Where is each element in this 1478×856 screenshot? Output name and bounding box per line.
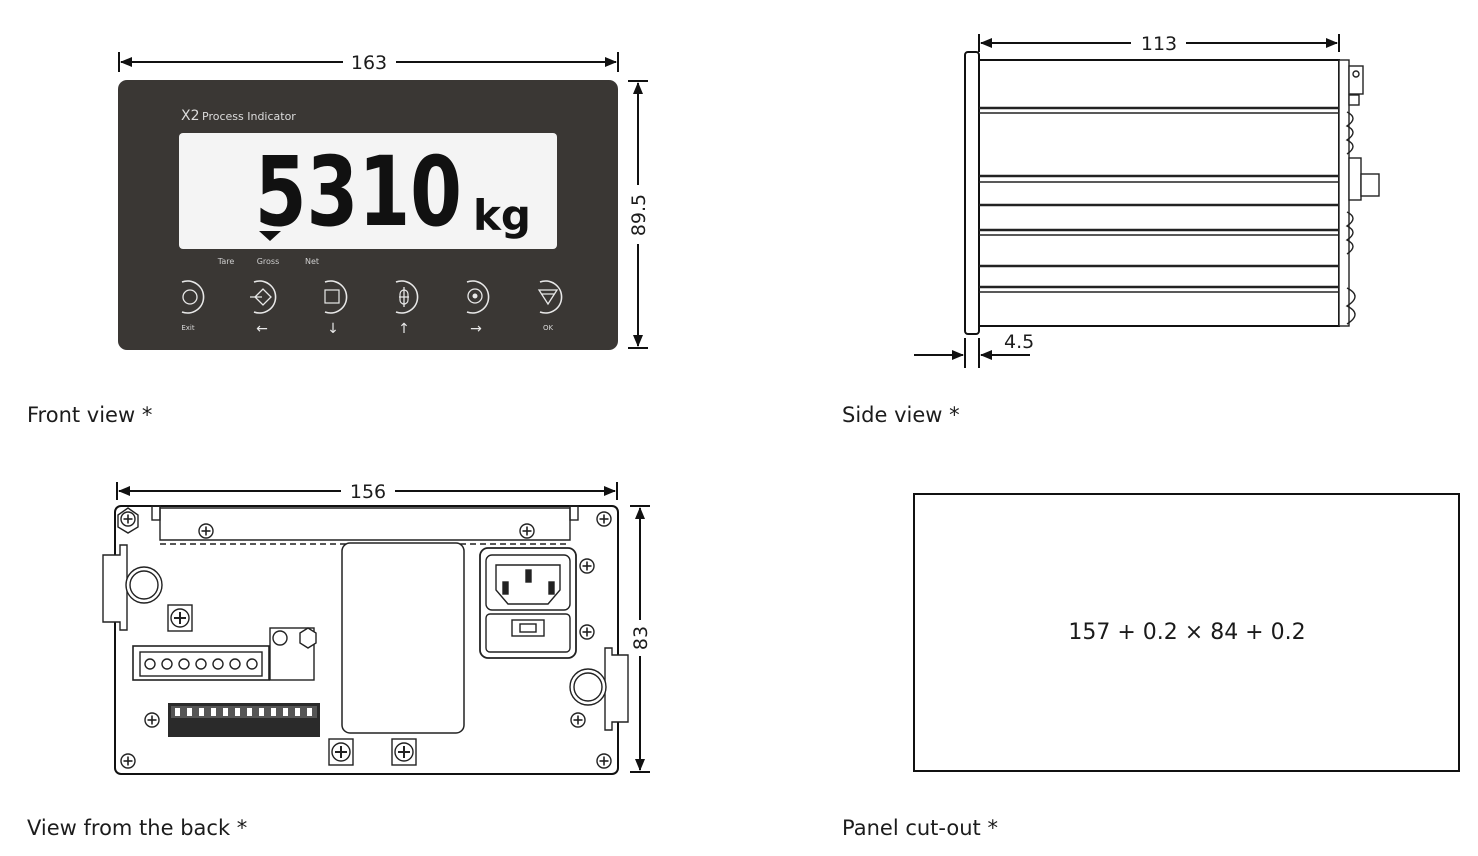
cutout-rectangle <box>913 493 1460 772</box>
back-width-label: 156 <box>350 481 386 503</box>
housing-ribs <box>979 106 1339 293</box>
bottom-screw-right <box>391 738 417 766</box>
front-width-label: 163 <box>351 52 387 74</box>
load-cell-terminal <box>132 645 270 681</box>
indicator-gross-label: Gross <box>257 257 280 266</box>
model-label: Process Indicator <box>202 110 296 123</box>
key-down-label: ↓ <box>327 321 339 337</box>
front-view-caption: Front view * <box>27 403 153 427</box>
side-view: 113 4.5 <box>914 33 1380 368</box>
fuse-icon <box>519 623 537 633</box>
side-depth-dimension: 113 <box>978 33 1340 55</box>
tare-icon <box>250 288 272 306</box>
power-pin-icon <box>502 581 509 595</box>
key-down[interactable]: ↓ <box>324 280 348 337</box>
back-view: 156 83 <box>102 481 652 775</box>
function-icon <box>537 289 559 306</box>
front-height-label: 89.5 <box>628 194 650 236</box>
front-bezel <box>964 51 980 335</box>
key-ok[interactable]: OK <box>537 280 563 332</box>
rear-connectors <box>1338 59 1380 327</box>
gross-net-icon <box>324 289 340 304</box>
key-up[interactable]: ↑ <box>395 280 419 337</box>
back-height-label: 83 <box>630 626 652 650</box>
back-view-caption: View from the back * <box>27 816 248 840</box>
front-view: 163 89.5 X2 Process Indicator 5310 kg Ta… <box>118 52 650 350</box>
key-right[interactable]: → <box>466 280 490 337</box>
key-left[interactable]: ← <box>250 280 277 337</box>
back-width-dimension: 156 <box>116 481 618 503</box>
brand-label: X2 <box>181 108 200 124</box>
cover-plate <box>341 542 465 734</box>
key-right-label: → <box>470 321 482 337</box>
menu-icon <box>182 289 198 305</box>
key-exit[interactable]: Exit <box>181 280 205 332</box>
side-view-caption: Side view * <box>842 403 960 427</box>
front-width-dimension: 163 <box>118 52 619 74</box>
top-rail <box>151 505 579 545</box>
indicator-net-label: Net <box>305 257 319 266</box>
display-value: 5310 <box>255 136 462 249</box>
display-unit: kg <box>473 191 531 240</box>
indicator-tare-label: Tare <box>217 257 235 266</box>
power-inlet <box>479 547 577 659</box>
panel-cutout-caption: Panel cut-out * <box>842 816 998 840</box>
cutout-size-label: 157 + 0.2 × 84 + 0.2 <box>1068 620 1305 645</box>
key-exit-label: Exit <box>181 324 195 332</box>
panel-cutout: 157 + 0.2 × 84 + 0.2 <box>913 493 1460 772</box>
bottom-screw-left <box>328 738 354 766</box>
back-height-dimension: 83 <box>630 505 652 773</box>
lcd-display <box>179 133 557 249</box>
print-icon <box>467 288 483 304</box>
earth-terminal <box>167 604 193 632</box>
status-arrow-icon <box>259 231 281 241</box>
side-depth-label: 113 <box>1141 33 1177 55</box>
side-bezel-label: 4.5 <box>1004 331 1034 353</box>
io-terminal-strip <box>168 703 320 737</box>
key-up-label: ↑ <box>398 321 410 337</box>
key-left-label: ← <box>256 321 268 337</box>
key-ok-label: OK <box>543 324 554 332</box>
mounting-clamp-right <box>569 647 629 731</box>
front-height-dimension: 89.5 <box>628 80 650 349</box>
mounting-clamp-left <box>102 544 163 631</box>
side-bezel-dimension: 4.5 <box>914 331 1034 368</box>
housing-body <box>978 59 1340 327</box>
aux-block <box>269 627 317 681</box>
